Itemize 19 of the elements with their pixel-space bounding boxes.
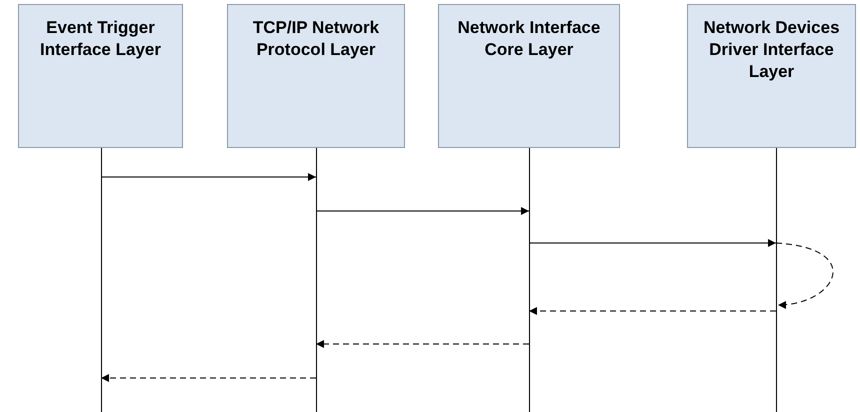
lifeline: [776, 148, 777, 412]
lifeline: [316, 148, 317, 412]
message-arrow: [528, 239, 776, 247]
message-arrow: [316, 340, 530, 348]
message-arrow: [776, 242, 834, 308]
layer-box: [227, 4, 405, 148]
layer-box: [18, 4, 183, 148]
message-arrow: [528, 307, 776, 315]
layer-label: Network Interface Core Layer: [456, 17, 602, 61]
lifeline: [529, 148, 530, 412]
layer-label: TCP/IP Network Protocol Layer: [252, 17, 380, 61]
message-arrow: [100, 173, 316, 181]
layer-label: Event Trigger Interface Layer: [39, 17, 162, 61]
layer-box: [438, 4, 620, 148]
message-arrow: [100, 374, 316, 382]
message-arrow: [316, 207, 530, 215]
layer-label: Network Devices Driver Interface Layer: [702, 17, 841, 83]
layer-box: [687, 4, 856, 148]
lifeline: [101, 148, 102, 412]
